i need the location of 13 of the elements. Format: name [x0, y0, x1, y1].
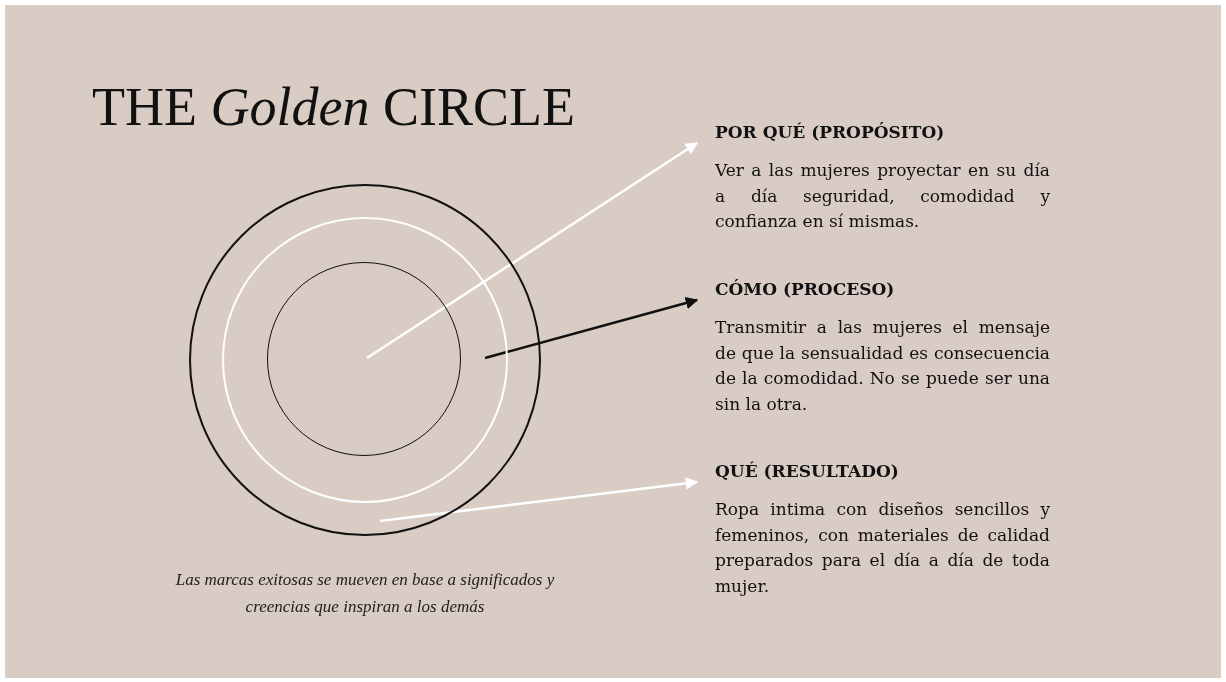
- body-text: Ropa intima con diseños sencillos y femeninos, con materiales de calidad preparados para el día a día de toda mujer.: [715, 498, 1050, 598]
- body-text: Transmitir a las mujeres el mensaje de que la sensualidad es consecuencia de la comodidad. No se puede ser una sin la otra.: [715, 316, 1050, 416]
- caption: Las marcas exitosas se mueven en base a significados y creencias que inspiran a los demás: [174, 569, 556, 619]
- title: THE Golden CIRCLE: [92, 76, 575, 138]
- outer-circle: [189, 184, 541, 536]
- arrow: [366, 141, 699, 360]
- section-heading: POR QUÉ (PROPÓSITO): [715, 122, 946, 142]
- section-heading: CÓMO (PROCESO): [715, 279, 896, 299]
- middle-circle: [221, 216, 508, 503]
- arrow: [379, 477, 699, 523]
- section-heading: QUÉ (RESULTADO): [715, 461, 900, 481]
- arrow: [484, 296, 699, 360]
- body-text: Ver a las mujeres proyectar en su día a día seguridad, comodidad y confianza en sí mismas.: [715, 159, 1050, 233]
